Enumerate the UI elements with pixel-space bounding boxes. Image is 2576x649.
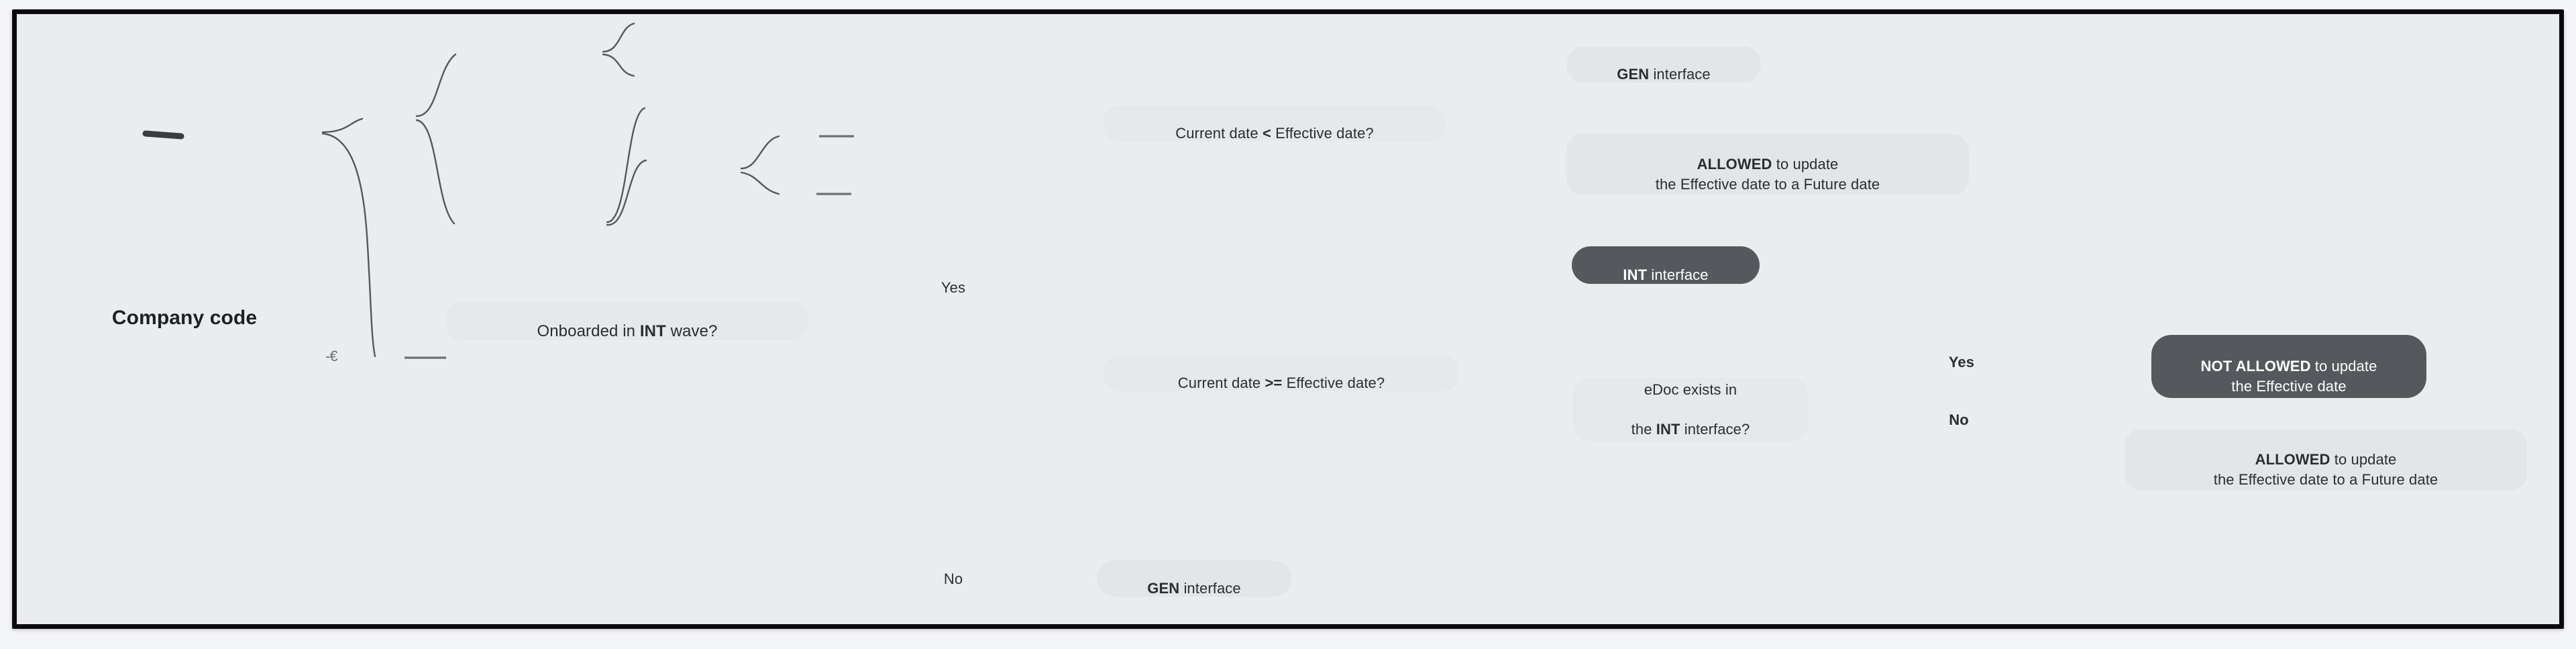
gen-bottom-bold: GEN [1147, 580, 1180, 597]
link-lt-to-allowed [602, 53, 635, 77]
allowed-upper-post: to update [1772, 156, 1839, 173]
edoc-yes-text: Yes [1948, 354, 1975, 371]
int-dark-bold: INT [1623, 266, 1648, 283]
node-allowed-update-upper[interactable]: ALLOWED to update the Effective date to … [1566, 134, 1969, 195]
edoc-line2-post: interface? [1680, 420, 1750, 438]
not-allowed-bold: NOT ALLOWED [2200, 358, 2311, 375]
node-ge-label: Current date >= Effective date? [1178, 354, 1385, 393]
diagram-frame: Company code -€ Onboarded in INT wave? Y… [12, 9, 2564, 629]
node-edoc-exists-in-int[interactable]: eDoc exists in the INT interface? [1573, 378, 1808, 441]
edoc-line2-pre: the [1631, 420, 1656, 438]
node-gen-top-label: GEN interface [1617, 45, 1710, 84]
allowed-upper-line2: the Effective date to a Future date [1655, 175, 1880, 193]
edoc-line2-bold: INT [1656, 420, 1680, 438]
link-edoc-to-yes [740, 135, 780, 170]
link-root-to-onboarded [142, 130, 184, 140]
node-onboarded-label: Onboarded in INT wave? [537, 299, 717, 342]
node-allowed-update-lower[interactable]: ALLOWED to update the Effective date to … [2125, 429, 2527, 491]
node-current-date-lt-effective[interactable]: Current date < Effective date? [1104, 105, 1446, 142]
branch-yes-text: Yes [941, 279, 966, 297]
allowed-upper-bold: ALLOWED [1697, 156, 1772, 173]
gen-bottom-post: interface [1179, 580, 1241, 597]
ge-operator: >= [1265, 375, 1283, 391]
not-allowed-line1: NOT ALLOWED to update [2201, 337, 2377, 376]
branch-label-edoc-no[interactable]: No [1914, 403, 2004, 437]
lt-pre: Current date [1175, 125, 1263, 142]
gen-top-post: interface [1649, 66, 1711, 83]
edoc-line1: eDoc exists in [1644, 381, 1737, 399]
link-lt-to-gen [602, 22, 635, 53]
ge-pre: Current date [1177, 375, 1265, 391]
link-onboarded-to-yes [321, 117, 364, 134]
link-ge-to-int [606, 107, 646, 223]
link-onboarded-to-no [321, 132, 376, 358]
euro-badge: -€ [325, 348, 338, 364]
ge-post: Effective date? [1282, 375, 1385, 391]
edoc-line2: the INT interface? [1631, 399, 1750, 438]
gen-top-bold: GEN [1617, 66, 1650, 83]
node-onboarded-in-int-wave[interactable]: Onboarded in INT wave? [446, 301, 808, 340]
onboarded-pre: Onboarded in [537, 322, 640, 340]
onboarded-post: wave? [665, 322, 718, 340]
onboarded-bold: INT [639, 322, 666, 340]
allowed-lower-post: to update [2330, 451, 2397, 468]
edoc-no-text: No [1949, 411, 1969, 429]
link-ge-to-edoc [606, 159, 647, 226]
node-int-interface-dark[interactable]: INT interface [1572, 246, 1760, 284]
branch-label-no[interactable]: No [900, 562, 1007, 597]
branch-label-yes[interactable]: Yes [900, 270, 1007, 305]
node-company-code[interactable]: Company code [57, 293, 312, 344]
int-dark-post: interface [1647, 266, 1709, 283]
diagram-canvas: Company code -€ Onboarded in INT wave? Y… [17, 14, 2559, 624]
lt-post: Effective date? [1271, 125, 1374, 142]
node-int-dark-label: INT interface [1623, 246, 1708, 285]
not-allowed-post: to update [2310, 358, 2377, 375]
node-gen-bottom-label: GEN interface [1147, 559, 1240, 598]
allowed-lower-bold: ALLOWED [2255, 451, 2330, 468]
node-gen-interface-top[interactable]: GEN interface [1566, 46, 1761, 83]
lt-operator: < [1262, 125, 1271, 142]
allowed-lower-line1: ALLOWED to update [2255, 430, 2397, 469]
link-yes-to-lt [415, 53, 457, 117]
node-not-allowed-update[interactable]: NOT ALLOWED to update the Effective date [2151, 335, 2426, 398]
link-yes-to-ge [415, 119, 455, 225]
node-lt-label: Current date < Effective date? [1175, 104, 1374, 143]
branch-no-text: No [943, 570, 963, 588]
node-company-code-label: Company code [111, 307, 258, 330]
not-allowed-line2: the Effective date [2231, 377, 2347, 395]
link-edoc-to-no [740, 171, 780, 195]
allowed-upper-line1: ALLOWED to update [1697, 135, 1839, 174]
allowed-lower-line2: the Effective date to a Future date [2213, 470, 2438, 488]
node-gen-interface-bottom[interactable]: GEN interface [1097, 560, 1291, 597]
node-current-date-ge-effective[interactable]: Current date >= Effective date? [1104, 355, 1459, 391]
branch-label-edoc-yes[interactable]: Yes [1917, 346, 2006, 379]
